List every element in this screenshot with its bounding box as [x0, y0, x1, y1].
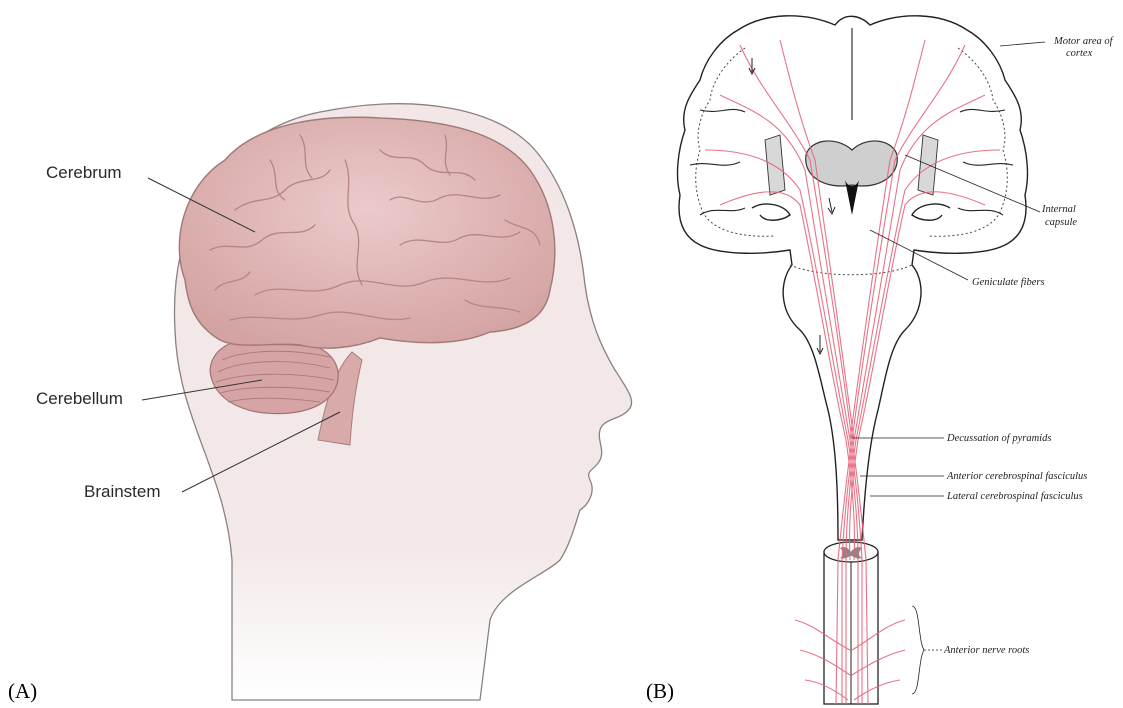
- panel-a-letter: (A): [8, 679, 37, 703]
- cerebrum-shape: [179, 117, 555, 348]
- panel-b-illustration: Motor area of cortex Internal capsule Ge…: [646, 16, 1115, 704]
- internal-capsule-label-1: Internal: [1041, 204, 1076, 215]
- cerebellum-label: Cerebellum: [36, 389, 123, 408]
- anterior-fasciculus-label: Anterior cerebrospinal fasciculus: [946, 471, 1087, 482]
- nerve-roots-label: Anterior nerve roots: [943, 645, 1029, 656]
- panel-b-letter: (B): [646, 679, 674, 703]
- lateral-fasciculus-label: Lateral cerebrospinal fasciculus: [946, 491, 1083, 502]
- spinal-cord: [824, 542, 878, 704]
- geniculate-label: Geniculate fibers: [972, 277, 1045, 288]
- motor-area-label-1: Motor area of: [1053, 36, 1115, 47]
- motor-area-leader: [1000, 42, 1045, 46]
- cerebrum-label: Cerebrum: [46, 163, 122, 182]
- decussation-label: Decussation of pyramids: [946, 433, 1051, 444]
- panel-a-illustration: Cerebrum Cerebellum Brainstem (A): [8, 104, 632, 703]
- brainstem-label: Brainstem: [84, 482, 161, 501]
- motor-area-label-2: cortex: [1066, 48, 1093, 59]
- internal-capsule-label-2: capsule: [1045, 217, 1077, 228]
- nerve-roots-bracket: [912, 606, 924, 694]
